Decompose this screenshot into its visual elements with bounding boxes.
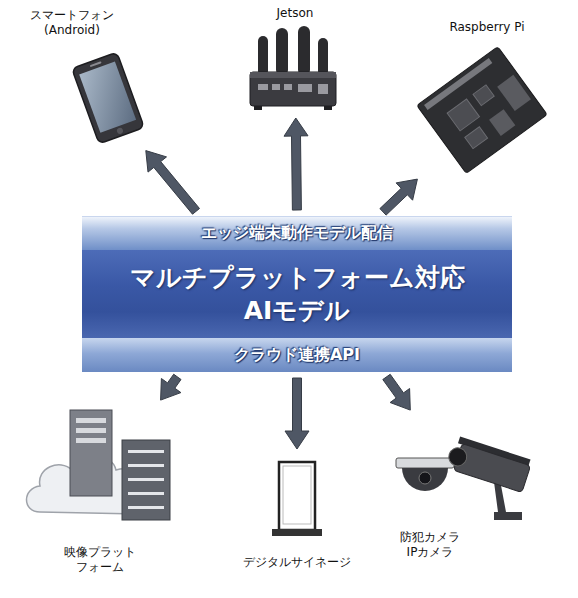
signage-base bbox=[272, 529, 322, 536]
jetson-foot bbox=[324, 106, 332, 110]
jetson-foot bbox=[254, 106, 262, 110]
device-node: Jetson bbox=[240, 6, 350, 112]
device-node: Raspberry Pi bbox=[412, 20, 562, 175]
dome-mount bbox=[396, 458, 454, 468]
node-label: スマートフォン (Android) bbox=[22, 8, 122, 38]
drive-slot bbox=[76, 428, 106, 433]
camera-lens bbox=[419, 472, 431, 484]
flow-arrow bbox=[285, 378, 309, 449]
flow-arrow bbox=[284, 118, 308, 210]
chip bbox=[473, 85, 494, 106]
chip bbox=[447, 99, 479, 131]
jetson-heatsink bbox=[250, 72, 336, 78]
node-label: デジタルサイネージ bbox=[242, 555, 352, 570]
camera-lens bbox=[446, 446, 469, 469]
dome-camera bbox=[402, 468, 448, 491]
jetson-port bbox=[284, 84, 292, 90]
device-node: 映像プラット フォーム bbox=[25, 405, 175, 575]
device-node: デジタルサイネージ bbox=[242, 455, 352, 570]
chip bbox=[465, 127, 488, 149]
phone-body bbox=[72, 52, 144, 144]
device-node: 防犯カメラ IPカメラ bbox=[380, 415, 535, 560]
model-box: マルチプラットフォーム対応 AIモデル bbox=[82, 250, 512, 338]
node-label: マルチプラットフォーム対応 AIモデル bbox=[127, 261, 467, 327]
jetson-port bbox=[272, 84, 280, 90]
flow-arrow bbox=[380, 179, 418, 215]
device-node: スマートフォン (Android) bbox=[22, 8, 148, 146]
server-rack bbox=[122, 440, 170, 520]
jetson-antenna bbox=[318, 38, 328, 76]
node-label: エッジ端末動作モデル配信 bbox=[87, 223, 507, 244]
node-label: 映像プラット フォーム bbox=[55, 545, 145, 575]
phone-speaker bbox=[90, 61, 102, 67]
api-band: クラウド連携API bbox=[82, 338, 512, 372]
jetson-port bbox=[298, 84, 312, 92]
node-label: Jetson bbox=[245, 6, 345, 21]
delivery-band: エッジ端末動作モデル配信 bbox=[82, 216, 512, 250]
node-label: クラウド連携API bbox=[87, 345, 507, 366]
jetson-port bbox=[318, 84, 328, 94]
jetson-antenna bbox=[258, 36, 268, 76]
board bbox=[417, 47, 547, 174]
signage-screen bbox=[283, 466, 311, 524]
drive-slot bbox=[76, 438, 106, 443]
usb-port bbox=[497, 75, 531, 111]
jetson-body bbox=[250, 72, 336, 106]
rack-unit bbox=[128, 464, 164, 467]
gpio-header bbox=[424, 58, 492, 110]
jetson-port bbox=[258, 84, 268, 90]
node-label: 防犯カメラ IPカメラ bbox=[380, 530, 480, 560]
ethernet-port bbox=[489, 109, 515, 136]
rack-unit bbox=[128, 450, 164, 453]
rack-unit bbox=[128, 492, 164, 495]
flow-arrow bbox=[383, 374, 411, 410]
flow-arrow bbox=[161, 374, 181, 400]
node-label: Raspberry Pi bbox=[417, 20, 557, 35]
phone-screen bbox=[79, 61, 136, 132]
rack-unit bbox=[128, 478, 164, 481]
phone-button bbox=[116, 127, 124, 135]
jetson-antenna bbox=[276, 28, 288, 76]
jetson-antenna bbox=[298, 26, 310, 76]
flow-arrow bbox=[146, 151, 200, 215]
drive-slot bbox=[76, 418, 106, 423]
rack-unit bbox=[128, 506, 164, 509]
server-tower bbox=[70, 410, 112, 496]
signage-panel bbox=[279, 462, 315, 530]
